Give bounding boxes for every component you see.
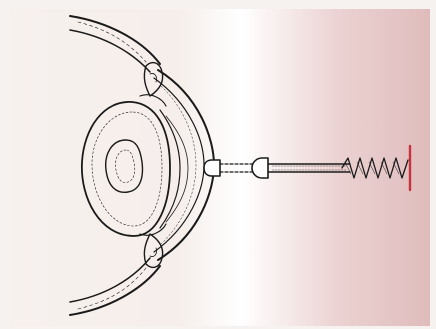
spring: [342, 158, 408, 178]
lens: [82, 102, 188, 236]
probe-rod: [268, 164, 350, 172]
probe-contact-tip: [204, 160, 256, 176]
probe-head: [252, 158, 268, 178]
sclera: [70, 16, 160, 315]
